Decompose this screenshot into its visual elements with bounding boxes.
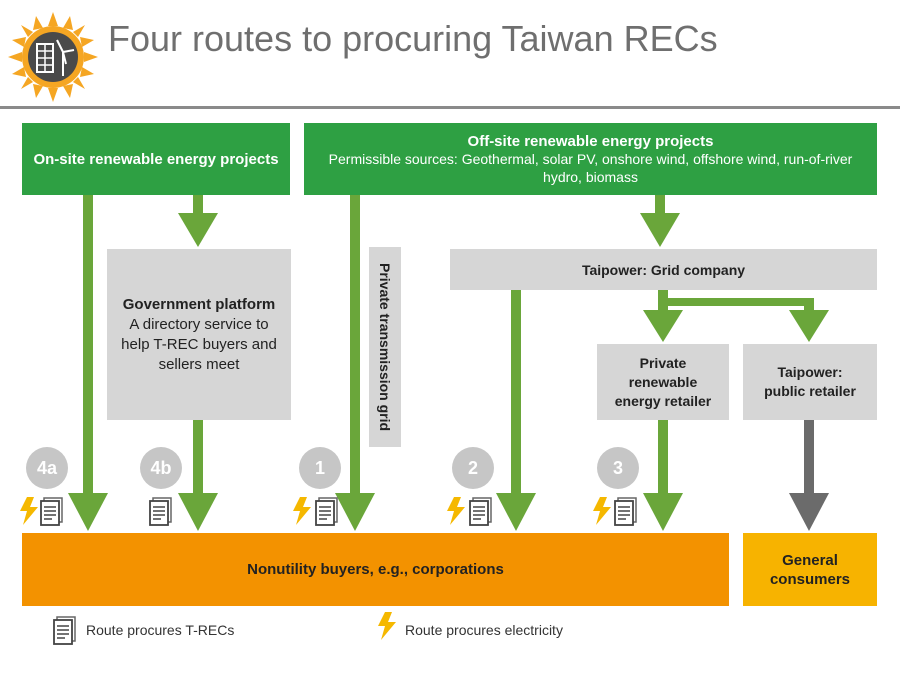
arrow-onsite-to-platform-head	[178, 213, 218, 247]
arrow-grid-to-public-shaft	[804, 298, 814, 312]
offsite-projects-sources: Permissible sources: Geothermal, solar P…	[328, 150, 853, 185]
arrow-4b-head	[178, 493, 218, 531]
taipower-grid-label: Taipower: Grid company	[581, 261, 746, 278]
route-badge-4b: 4b	[140, 447, 182, 489]
certificate-icon	[40, 497, 63, 526]
arrow-3-shaft	[658, 420, 668, 495]
lightning-icon	[593, 497, 611, 525]
route-badge-1: 1	[299, 447, 341, 489]
arrow-public-to-consumers-shaft	[804, 420, 814, 495]
government-platform-box: Government platform A directory service …	[107, 249, 291, 420]
private-retailer-box: Private renewable energy retailer	[597, 344, 729, 420]
certificate-icon	[614, 497, 637, 526]
legend-lightning-icon	[378, 612, 396, 640]
nonutility-buyers-box: Nonutility buyers, e.g., corporations	[22, 533, 729, 606]
lightning-icon	[293, 497, 311, 525]
arrow-grid-to-private-head	[643, 310, 683, 342]
onsite-projects-box: On-site renewable energy projects	[22, 123, 290, 195]
government-platform-desc: A directory service to help T-REC buyers…	[121, 315, 277, 373]
page-title: Four routes to procuring Taiwan RECs	[108, 18, 718, 59]
certificate-icon	[149, 497, 172, 526]
arrow-grid-to-public-head	[789, 310, 829, 342]
certificate-icon	[469, 497, 492, 526]
arrow-offsite-to-grid-shaft	[655, 195, 665, 215]
lightning-icon	[447, 497, 465, 525]
arrow-offsite-to-grid-head	[640, 213, 680, 247]
route-badge-2: 2	[452, 447, 494, 489]
lightning-icon	[20, 497, 38, 525]
arrow-2-head	[496, 493, 536, 531]
arrow-4a-head	[68, 493, 108, 531]
legend-trec-label: Route procures T-RECs	[86, 622, 235, 638]
arrow-grid-to-public-connector	[663, 298, 813, 306]
arrow-public-to-consumers-head	[789, 493, 829, 531]
arrow-1-head	[335, 493, 375, 531]
title-divider	[0, 106, 900, 109]
route-badge-3: 3	[597, 447, 639, 489]
legend-certificate-icon	[53, 616, 76, 645]
offsite-projects-box: Off-site renewable energy projects Permi…	[304, 123, 877, 195]
offsite-projects-title: Off-site renewable energy projects	[467, 132, 714, 150]
public-retailer-label: Taipower: public retailer	[764, 364, 856, 399]
private-retailer-label: Private renewable energy retailer	[614, 354, 712, 409]
arrow-2-shaft	[511, 290, 521, 495]
public-retailer-box: Taipower: public retailer	[743, 344, 877, 420]
route-badge-4a: 4a	[26, 447, 68, 489]
arrow-onsite-to-platform-shaft	[193, 195, 203, 215]
arrow-1-shaft	[350, 195, 360, 495]
arrow-4a-shaft	[83, 195, 93, 495]
onsite-projects-label: On-site renewable energy projects	[33, 150, 279, 168]
nonutility-buyers-label: Nonutility buyers, e.g., corporations	[247, 561, 504, 578]
general-consumers-box: General consumers	[743, 533, 877, 606]
certificate-icon	[315, 497, 338, 526]
private-transmission-grid-label: Private transmission grid	[377, 262, 393, 432]
arrow-3-head	[643, 493, 683, 531]
government-platform-title: Government platform	[122, 295, 276, 313]
legend-electricity-label: Route procures electricity	[405, 622, 563, 638]
logo	[8, 12, 98, 102]
arrow-4b-shaft	[193, 420, 203, 495]
general-consumers-label: General consumers	[769, 551, 851, 588]
taipower-grid-box: Taipower: Grid company	[450, 249, 877, 290]
private-transmission-grid-box: Private transmission grid	[369, 247, 401, 447]
